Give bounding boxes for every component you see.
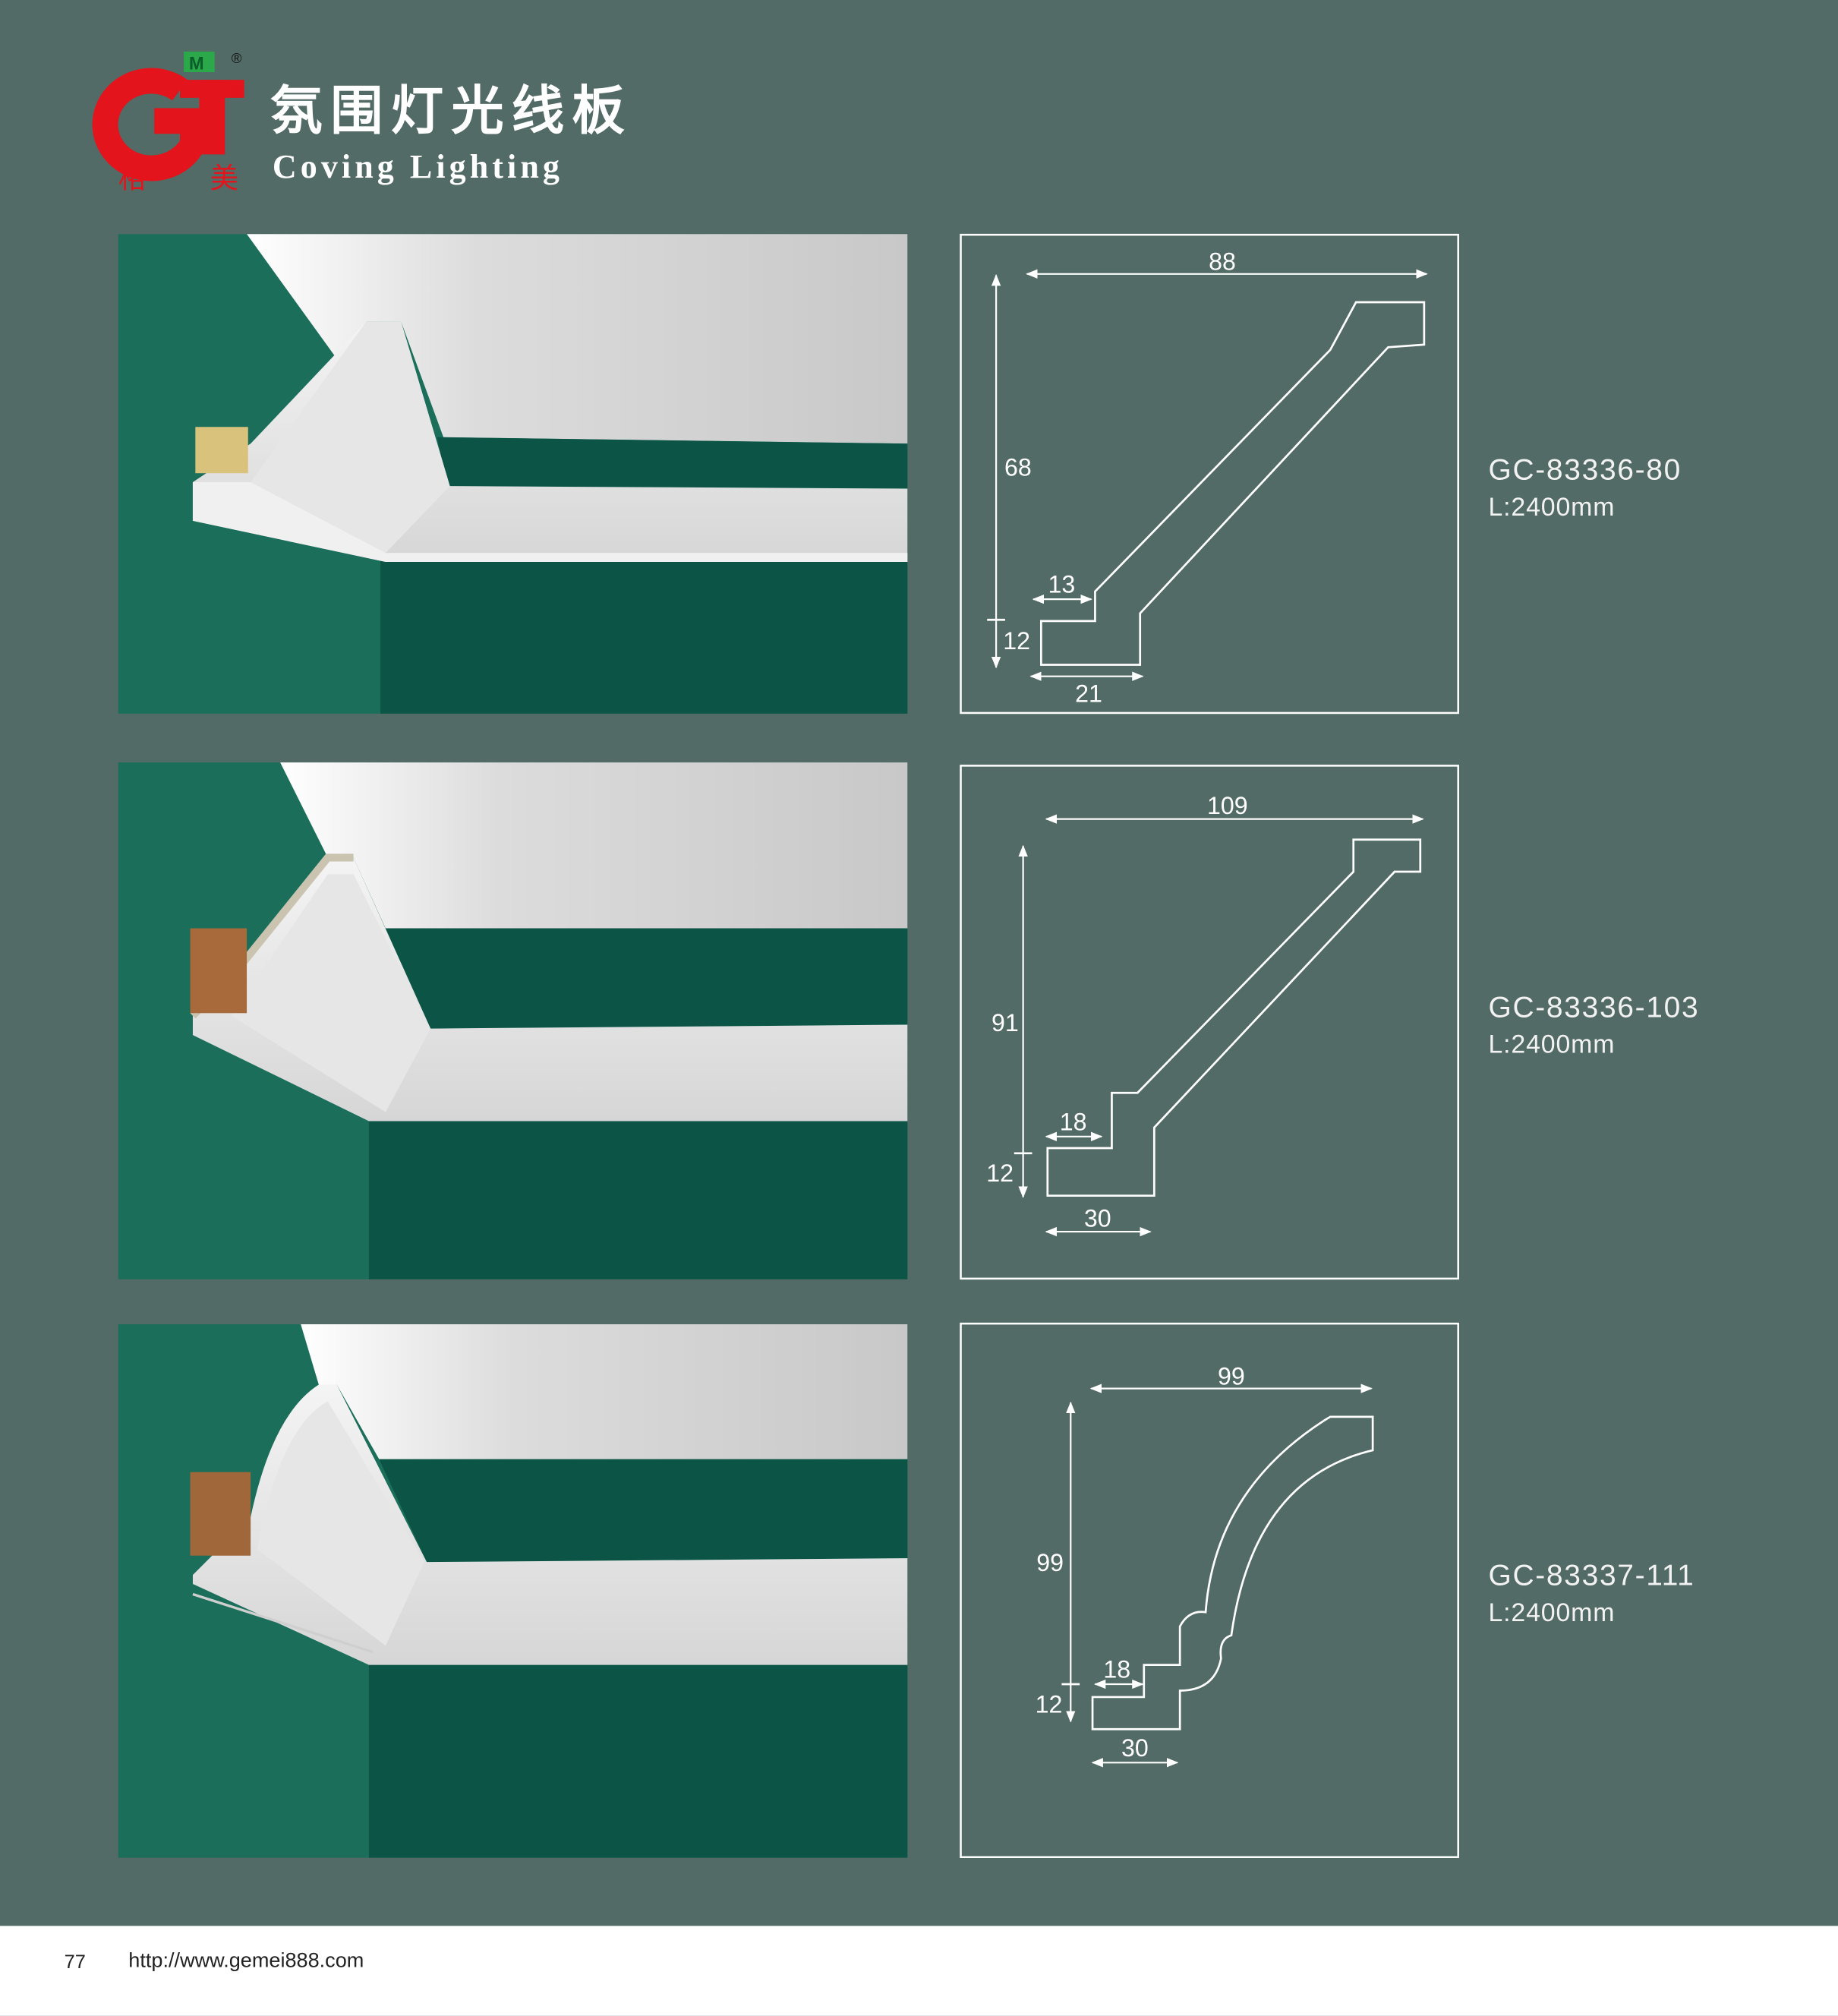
svg-text:格 美: 格 美 [118, 162, 267, 194]
product-photo-2 [118, 762, 908, 1279]
svg-text:12: 12 [1036, 1690, 1063, 1718]
title-english: Coving Lighting [273, 148, 563, 185]
profile-diagram-1: 88 68 12 13 21 [960, 233, 1459, 715]
svg-text:®: ® [232, 50, 242, 66]
svg-text:30: 30 [1084, 1204, 1111, 1232]
product-model-3: GC-83337-111 [1489, 1560, 1695, 1592]
product-length-1: L:2400mm [1489, 493, 1616, 522]
page-number: 77 [65, 1951, 86, 1973]
svg-text:13: 13 [1048, 571, 1076, 598]
svg-text:M: M [189, 55, 204, 74]
svg-text:18: 18 [1060, 1108, 1087, 1135]
svg-text:21: 21 [1075, 680, 1102, 708]
website-url[interactable]: http://www.gemei888.com [128, 1948, 364, 1971]
product-model-1: GC-83336-80 [1489, 454, 1682, 487]
svg-text:68: 68 [1004, 454, 1032, 481]
svg-text:12: 12 [1003, 627, 1030, 655]
title-chinese: 氛围灯光线板 [270, 82, 632, 140]
profile-diagram-3: 99 99 12 18 30 [960, 1322, 1459, 1859]
product-length-3: L:2400mm [1489, 1598, 1616, 1627]
svg-text:99: 99 [1218, 1363, 1245, 1390]
svg-text:88: 88 [1209, 248, 1236, 276]
product-photo-1 [118, 234, 908, 714]
brand-logo: M ® 格 美 [92, 50, 267, 194]
footer [0, 1926, 1838, 2016]
svg-text:18: 18 [1103, 1656, 1130, 1683]
svg-text:91: 91 [992, 1009, 1019, 1036]
product-photo-3 [118, 1323, 908, 1858]
profile-diagram-2: 109 91 12 18 30 [960, 765, 1459, 1280]
product-length-2: L:2400mm [1489, 1030, 1616, 1059]
svg-text:12: 12 [986, 1159, 1014, 1187]
svg-text:30: 30 [1121, 1734, 1149, 1762]
svg-text:99: 99 [1036, 1549, 1064, 1576]
product-model-2: GC-83336-103 [1489, 991, 1700, 1024]
svg-text:109: 109 [1207, 792, 1248, 819]
